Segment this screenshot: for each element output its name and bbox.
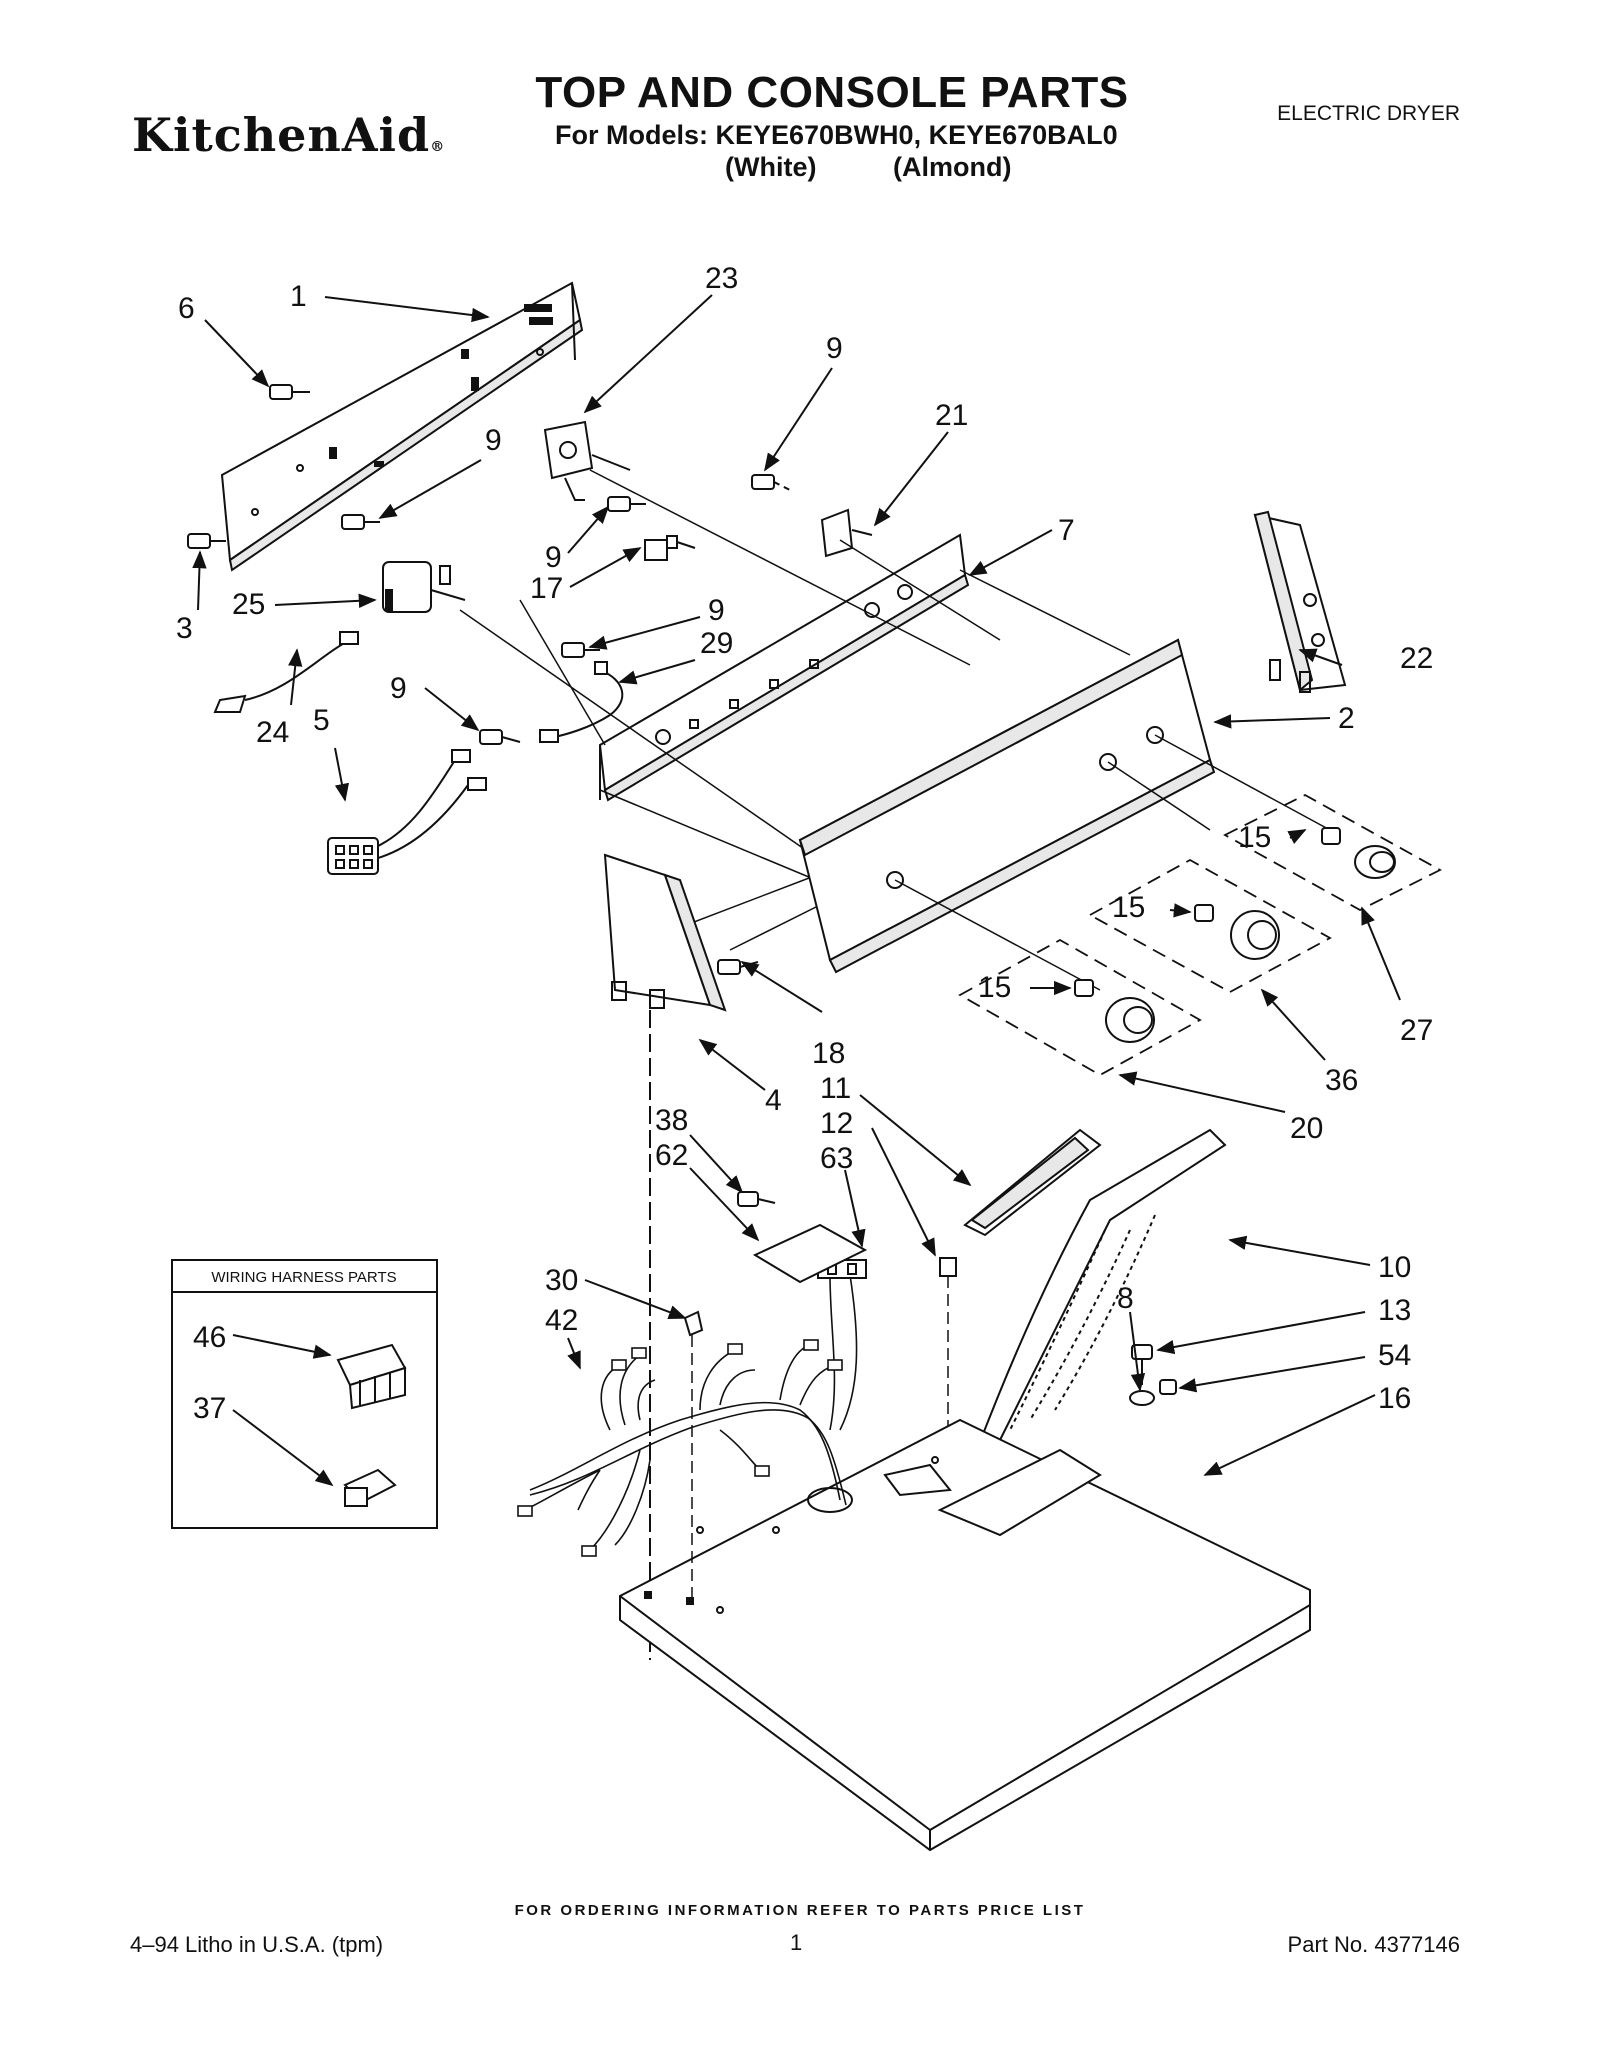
- callout-15-c: 15: [978, 971, 1011, 1004]
- knob-36: [1194, 904, 1280, 960]
- callout-15-a: 15: [1238, 821, 1271, 854]
- callout-15-b: 15: [1112, 891, 1145, 924]
- callout-29: 29: [700, 627, 733, 660]
- callout-62: 62: [655, 1139, 688, 1172]
- dryer-top-panel: [619, 1418, 1311, 1852]
- screw-9-upper-right: [751, 474, 791, 491]
- registered-mark: ®: [430, 139, 446, 155]
- ordering-note: FOR ORDERING INFORMATION REFER TO PARTS …: [514, 1902, 1086, 1919]
- wire-lead-24: [213, 631, 359, 713]
- push-switch: [644, 535, 696, 561]
- callout-30: 30: [545, 1264, 578, 1297]
- screw-3: [187, 533, 226, 549]
- lint-filter: [963, 1128, 1102, 1237]
- wiring-box-title: WIRING HARNESS PARTS: [211, 1269, 396, 1286]
- callout-numbers: 1 2 3 4 5 6 7 8 9 9 9 9 9 10 11 12 13 15…: [176, 262, 1433, 1425]
- variant-white: (White): [725, 152, 817, 182]
- callout-9-b: 9: [826, 332, 843, 365]
- callout-27: 27: [1400, 1014, 1433, 1047]
- page-title: TOP AND CONSOLE PARTS: [535, 68, 1129, 117]
- callout-22: 22: [1400, 642, 1433, 675]
- product-type: ELECTRIC DRYER: [1277, 102, 1460, 125]
- washer-8: [1129, 1390, 1155, 1406]
- callout-16: 16: [1378, 1382, 1411, 1415]
- knob-kit-36-box: [1088, 858, 1332, 994]
- wiring-harness-parts-box: WIRING HARNESS PARTS: [171, 1259, 438, 1529]
- callout-9-c: 9: [545, 541, 562, 574]
- end-cap-left: [603, 853, 727, 1660]
- brand-name: KitchenAid: [132, 108, 431, 162]
- lint-filter-housing: [973, 1128, 1227, 1458]
- callout-9-d: 9: [708, 594, 725, 627]
- callout-25: 25: [232, 588, 265, 621]
- wiring-label-62: [752, 1223, 868, 1284]
- end-cap-right: [1253, 510, 1347, 693]
- callout-23: 23: [705, 262, 738, 295]
- terminal-block: [820, 508, 873, 558]
- screw-9-center: [607, 496, 646, 512]
- callout-13: 13: [1378, 1294, 1411, 1327]
- callout-8: 8: [1117, 1282, 1134, 1315]
- wire-harness-5: [327, 749, 487, 875]
- callout-1: 1: [290, 280, 307, 313]
- callout-12: 12: [820, 1107, 853, 1140]
- callout-3: 3: [176, 612, 193, 645]
- callout-17: 17: [530, 572, 563, 605]
- callout-18: 18: [812, 1037, 845, 1070]
- callout-11: 11: [820, 1072, 851, 1105]
- screw-6: [269, 384, 310, 400]
- callout-6: 6: [178, 292, 195, 325]
- variant-almond: (Almond): [893, 152, 1012, 182]
- callout-46: 46: [193, 1321, 226, 1354]
- callout-5: 5: [313, 704, 330, 737]
- callout-4: 4: [765, 1084, 782, 1117]
- screw-9-upper-left: [341, 514, 380, 530]
- part-number: Part No. 4377146: [1287, 1932, 1460, 1957]
- knob-27: [1321, 827, 1396, 879]
- screw-9-middle: [561, 642, 600, 658]
- harness-clip-30: [683, 1310, 704, 1600]
- screw-18: [717, 959, 759, 975]
- timer-switch: [543, 420, 631, 501]
- callout-20: 20: [1290, 1112, 1323, 1145]
- knob-20: [1074, 979, 1155, 1043]
- page-title-row: TOP AND CONSOLE PARTS: [0, 68, 1600, 118]
- callout-54: 54: [1378, 1339, 1411, 1372]
- selector-switch: [382, 561, 466, 613]
- console-rear-panel: [220, 281, 584, 572]
- litho-note: 4–94 Litho in U.S.A. (tpm): [130, 1932, 384, 1957]
- callout-9-a: 9: [485, 424, 502, 457]
- models-line: For Models: KEYE670BWH0, KEYE670BAL0: [555, 120, 1118, 150]
- callout-37: 37: [193, 1392, 226, 1425]
- console-mounting-bracket: [598, 533, 970, 802]
- knob-kit-27-box: [1223, 793, 1442, 912]
- callout-38: 38: [655, 1104, 688, 1137]
- screw-38: [737, 1191, 776, 1207]
- callout-9-e: 9: [390, 672, 407, 705]
- callout-2: 2: [1338, 702, 1355, 735]
- callout-36: 36: [1325, 1064, 1358, 1097]
- callout-24: 24: [256, 716, 289, 749]
- wiring-box-header: [171, 1259, 438, 1293]
- brand-logo: KitchenAid®: [132, 108, 445, 162]
- callout-7: 7: [1058, 514, 1075, 547]
- screw-54: [1159, 1379, 1177, 1395]
- harness-part-37: [343, 1468, 397, 1507]
- part-drawings: [187, 281, 1442, 1852]
- main-wiring-harness: [517, 1274, 858, 1557]
- callout-42: 42: [545, 1304, 578, 1337]
- page-number: 1: [790, 1930, 803, 1955]
- callout-10: 10: [1378, 1251, 1411, 1284]
- knob-kit-boxes: [958, 793, 1442, 1077]
- callout-21: 21: [935, 399, 968, 432]
- knob-kit-20-box: [958, 938, 1202, 1077]
- harness-part-46: [336, 1343, 407, 1410]
- callout-63: 63: [820, 1142, 853, 1175]
- screw-9-lower: [479, 729, 521, 745]
- leader-arrows: [192, 294, 1401, 1487]
- screw-13: [1131, 1344, 1153, 1385]
- control-panel: [798, 638, 1331, 991]
